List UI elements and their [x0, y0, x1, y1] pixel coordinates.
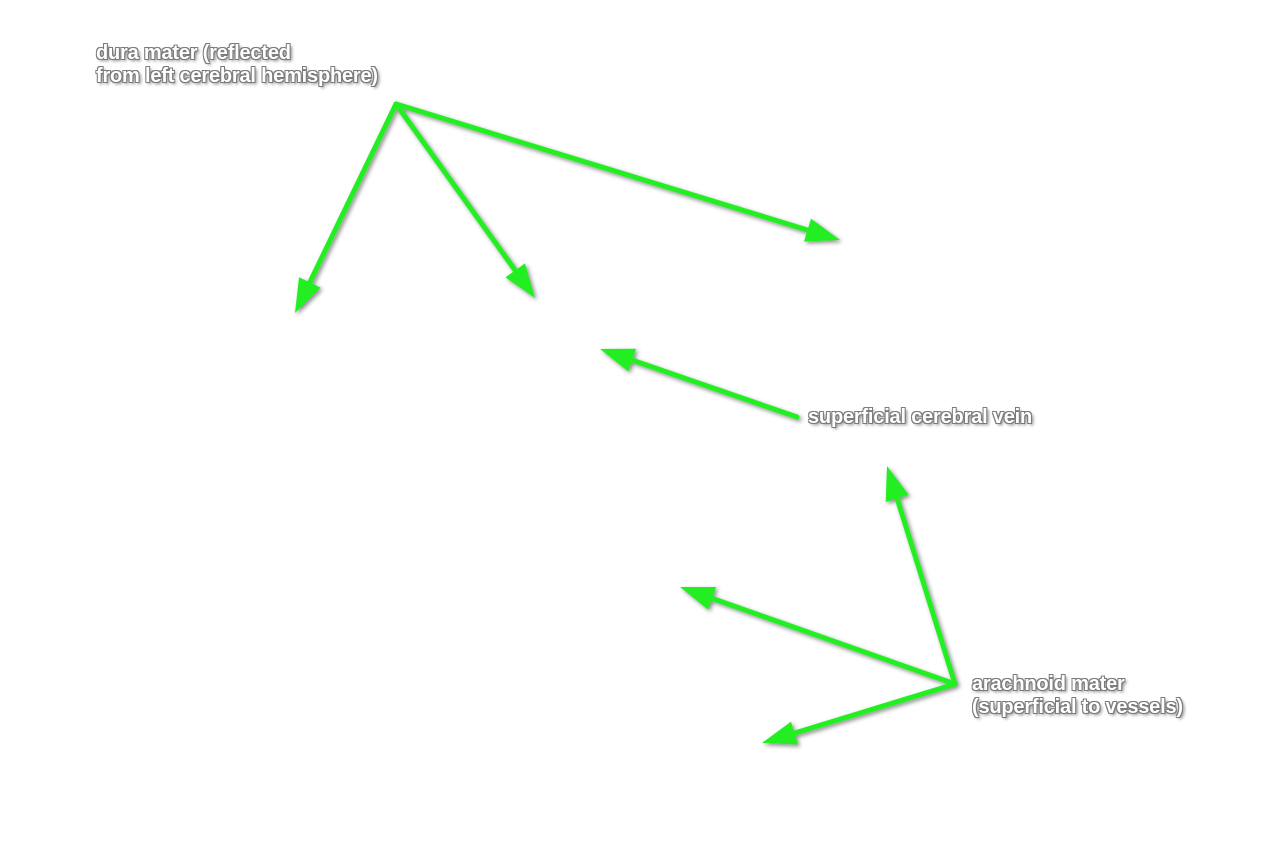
- dura-arrow-left-pointer-shaft: [305, 101, 399, 289]
- arachnoid-mater-label-line1: arachnoid mater: [972, 673, 1125, 695]
- dura-mater-label-line1: dura mater (reflected: [96, 42, 291, 64]
- dura-arrow-left-pointer-head: [295, 277, 321, 313]
- superficial-cerebral-vein-label: superficial cerebral vein: [808, 406, 1032, 429]
- dura-mater-label-line2: from left cerebral hemisphere): [96, 65, 378, 87]
- arachnoid-mater-label: arachnoid mater (superficial to vessels): [972, 673, 1183, 719]
- arachnoid-arrow-left-pointer-shaft: [705, 594, 958, 687]
- arachnoid-mater-label-line2: (superficial to vessels): [972, 696, 1183, 718]
- dura-mater-label: dura mater (reflected from left cerebral…: [96, 42, 378, 88]
- arachnoid-arrow-up-pointer-head: [885, 466, 909, 502]
- dura-arrow-right-pointer-shaft: [393, 101, 814, 234]
- arachnoid-arrow-up-pointer-shaft: [893, 492, 958, 687]
- superficial-cerebral-vein-label-line1: superficial cerebral vein: [808, 406, 1033, 428]
- vein-arrow-pointer-shaft: [625, 356, 800, 420]
- arachnoid-arrow-down-pointer-shaft: [788, 681, 958, 737]
- dura-arrow-middle-pointer-head: [505, 263, 535, 298]
- vein-arrow-pointer-head: [600, 348, 637, 372]
- dura-arrow-right-pointer-head: [804, 218, 840, 242]
- arachnoid-arrow-left-pointer-head: [680, 587, 717, 610]
- arachnoid-arrow-down-pointer-head: [762, 721, 798, 745]
- dura-arrow-middle-pointer-shaft: [393, 101, 521, 277]
